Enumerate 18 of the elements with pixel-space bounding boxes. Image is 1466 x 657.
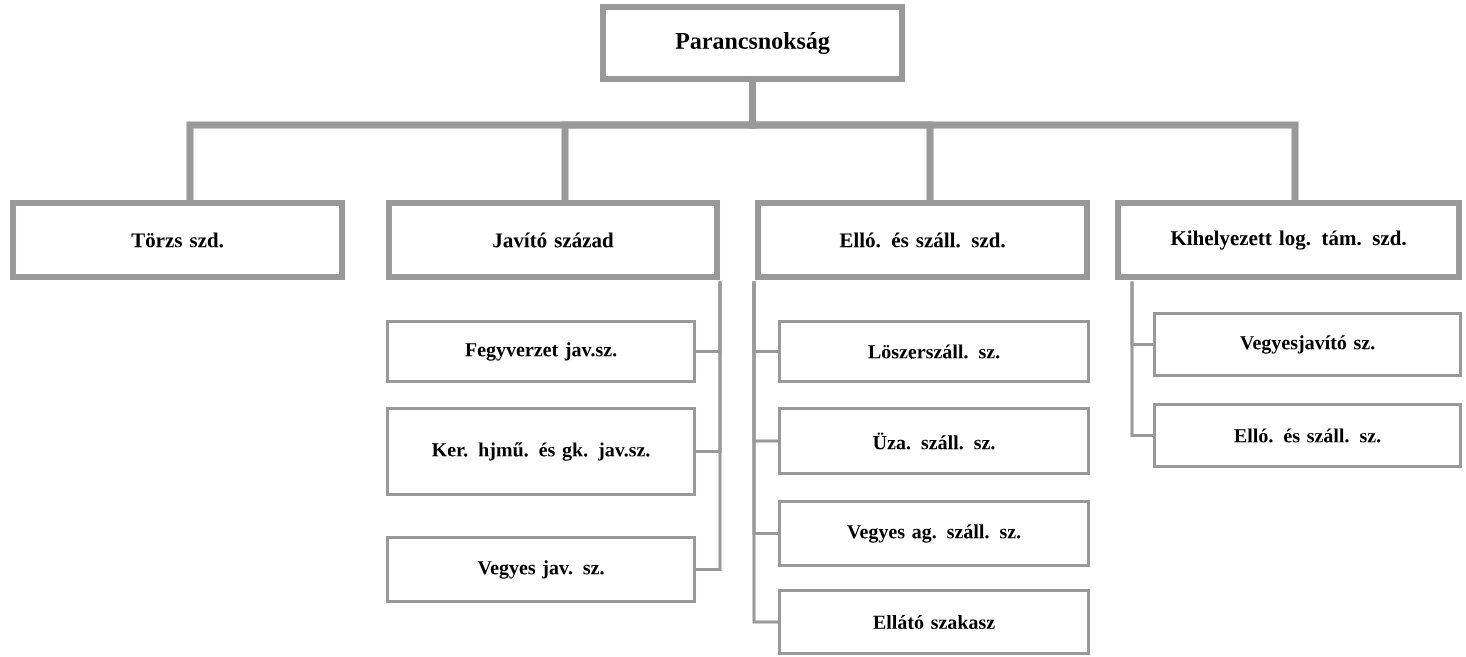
subunit-box: Fegyverzet jav.sz. <box>386 320 696 383</box>
subunit-box: Ellátó szakasz <box>778 589 1090 655</box>
subunit-box: Vegyes ag. száll. sz. <box>778 500 1090 567</box>
unit-box: Kihelyezett log. tám. szd. <box>1115 200 1462 280</box>
connector-line <box>1130 281 1155 437</box>
subunit-box: Elló. és száll. sz. <box>1153 403 1462 468</box>
unit-box: Parancsnokság <box>600 4 905 82</box>
subunit-box: Löszerszáll. sz. <box>778 320 1090 383</box>
unit-box: Elló. és száll. szd. <box>755 200 1090 280</box>
connector-line <box>749 78 1299 201</box>
unit-box: Törzs szd. <box>10 200 345 280</box>
subunit-box: Ker. hjmű. és gk. jav.sz. <box>386 407 696 496</box>
subunit-box: Vegyesjavító sz. <box>1153 312 1462 377</box>
connector-line <box>694 281 722 571</box>
subunit-box: Üza. száll. sz. <box>778 407 1090 475</box>
unit-box: Javító század <box>386 200 720 280</box>
subunit-box: Vegyes jav. sz. <box>386 536 696 603</box>
connector-line <box>752 281 780 624</box>
